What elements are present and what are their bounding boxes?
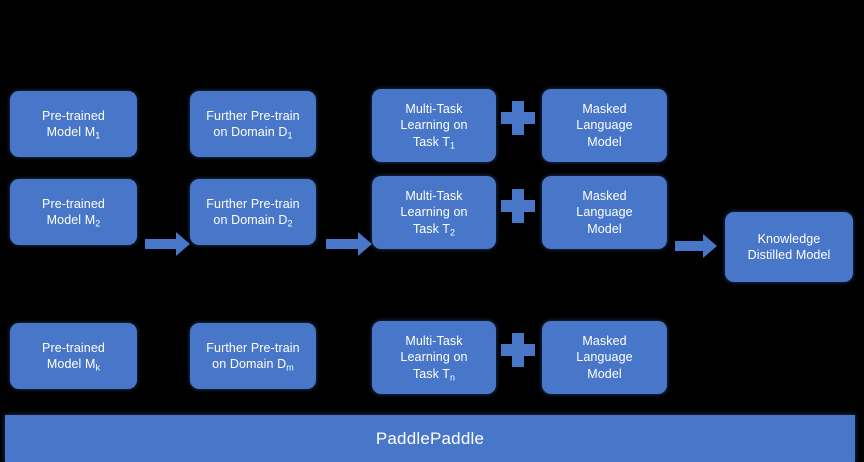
- plus-bar-vertical: [512, 333, 524, 367]
- multitask-learning-box-row-3[interactable]: Multi-Task Learning on Task Tn: [372, 321, 496, 394]
- multitask-line-1: Multi-Task: [405, 188, 463, 203]
- arrow-shaft: [145, 239, 176, 249]
- multitask-line-2: Learning on: [400, 205, 468, 220]
- framework-label: PaddlePaddle: [375, 428, 485, 448]
- pretrained-model-box-row-2[interactable]: Pre-trained Model M2: [10, 179, 137, 245]
- multitask-line-3: Task T2: [412, 221, 456, 237]
- arrow-further-to-multitask-icon: [326, 232, 372, 256]
- further-pretrain-line-1: Further Pre-train: [206, 108, 300, 123]
- pretrained-model-line-1: Pre-trained: [42, 108, 105, 123]
- masked-line-2: Language: [576, 350, 633, 365]
- multitask-line-2: Learning on: [400, 118, 468, 133]
- masked-line-2: Language: [576, 118, 633, 133]
- arrow-masked-to-output-icon: [675, 234, 717, 258]
- pretrained-model-line-2: Model Mk: [46, 357, 101, 373]
- pretrained-model-box-row-3[interactable]: Pre-trained Model Mk: [10, 323, 137, 389]
- masked-line-3: Model: [587, 221, 622, 236]
- pretrained-model-box-row-1[interactable]: Pre-trained Model M1: [10, 91, 137, 157]
- framework-bar[interactable]: PaddlePaddle: [5, 415, 855, 462]
- arrow-shaft: [326, 239, 358, 249]
- masked-line-2: Language: [576, 205, 633, 220]
- further-pretrain-line-2: on Domain D2: [213, 213, 293, 229]
- further-pretrain-box-row-1[interactable]: Further Pre-train on Domain D1: [190, 91, 316, 157]
- further-pretrain-line-1: Further Pre-train: [206, 196, 300, 211]
- further-pretrain-line-2: on Domain D1: [213, 125, 293, 141]
- multitask-learning-box-row-1[interactable]: Multi-Task Learning on Task T1: [372, 89, 496, 162]
- arrow-shaft: [675, 241, 703, 251]
- further-pretrain-line-2: on Domain Dm: [212, 357, 294, 373]
- plus-icon-row-1: [501, 101, 535, 135]
- pretrained-model-line-1: Pre-trained: [42, 196, 105, 211]
- multitask-line-1: Multi-Task: [405, 333, 463, 348]
- arrow-pretrained-to-further-icon: [145, 232, 190, 256]
- knowledge-distilled-model-box[interactable]: Knowledge Distilled Model: [725, 212, 853, 282]
- pretrained-model-line-2: Model M1: [46, 125, 101, 141]
- arrow-head: [703, 234, 717, 258]
- multitask-learning-box-row-2[interactable]: Multi-Task Learning on Task T2: [372, 176, 496, 249]
- masked-line-3: Model: [587, 134, 622, 149]
- multitask-line-1: Multi-Task: [405, 101, 463, 116]
- multitask-line-3: Task T1: [412, 134, 456, 150]
- masked-line-1: Masked: [582, 188, 627, 203]
- output-line-2: Distilled Model: [747, 248, 831, 262]
- masked-line-3: Model: [587, 366, 622, 381]
- masked-language-model-box-row-3[interactable]: Masked Language Model: [542, 321, 667, 394]
- further-pretrain-box-row-2[interactable]: Further Pre-train on Domain D2: [190, 179, 316, 245]
- plus-icon-row-3: [501, 333, 535, 367]
- plus-bar-vertical: [512, 101, 524, 135]
- further-pretrain-line-1: Further Pre-train: [206, 340, 300, 355]
- masked-line-1: Masked: [582, 101, 627, 116]
- pretrained-model-line-1: Pre-trained: [42, 340, 105, 355]
- masked-line-1: Masked: [582, 333, 627, 348]
- multitask-line-3: Task Tn: [412, 366, 456, 382]
- masked-language-model-box-row-1[interactable]: Masked Language Model: [542, 89, 667, 162]
- multitask-line-2: Learning on: [400, 350, 468, 365]
- pretrained-model-line-2: Model M2: [46, 213, 101, 229]
- output-line-1: Knowledge: [757, 231, 821, 246]
- arrow-head: [176, 232, 190, 256]
- plus-icon-row-2: [501, 189, 535, 223]
- further-pretrain-box-row-3[interactable]: Further Pre-train on Domain Dm: [190, 323, 316, 389]
- plus-bar-vertical: [512, 189, 524, 223]
- masked-language-model-box-row-2[interactable]: Masked Language Model: [542, 176, 667, 249]
- arrow-head: [358, 232, 372, 256]
